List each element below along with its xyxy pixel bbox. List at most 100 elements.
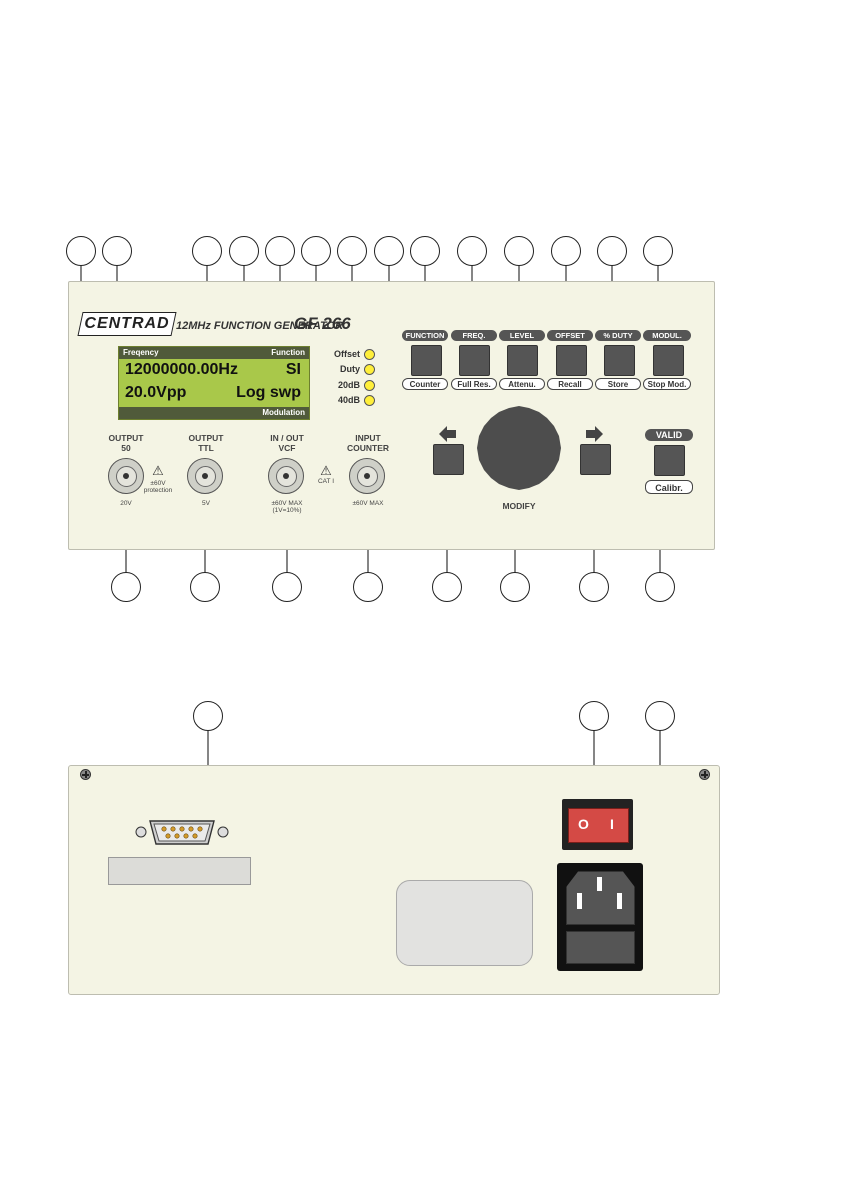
callout-circle: [579, 572, 609, 602]
callout-circle: [410, 236, 440, 266]
connector-label-output-50: OUTPUT 50: [96, 433, 156, 453]
arrow-right-icon: [586, 426, 603, 442]
connector-note-20v: 20V: [120, 500, 132, 507]
callout-circle: [645, 572, 675, 602]
key-secondary-attenu: Attenu.: [499, 378, 545, 390]
power-switch-on-label: I: [610, 816, 614, 832]
led-indicator-duty: [364, 364, 375, 375]
cat-note: CAT I: [317, 478, 334, 485]
device-model: GF 266: [294, 314, 351, 333]
rear-vent-area: [396, 880, 533, 966]
warning-triangle-icon: ⚠: [320, 463, 332, 478]
connector-note-5v: 5V: [202, 500, 210, 507]
iec-pin: [617, 893, 622, 909]
led-indicator-20db: [364, 380, 375, 391]
callout-circle: [301, 236, 331, 266]
device-subtitle: 12MHz FUNCTION GENERATOR: [176, 320, 344, 332]
modify-rotary-knob[interactable]: [477, 406, 561, 490]
callout-circle: [193, 701, 223, 731]
callout-circle: [265, 236, 295, 266]
calibr-label: Calibr.: [645, 480, 693, 494]
connector-label-vcf: IN / OUT VCF: [257, 433, 317, 453]
callout-circle: [353, 572, 383, 602]
callout-circle: [102, 236, 132, 266]
connector-title: OUTPUT: [108, 433, 144, 443]
connector-title: INPUT: [355, 433, 381, 443]
lcd-frequency-value: 12000000.00Hz: [125, 361, 238, 378]
connector-note-vcf: ±60V MAX (1V=10%): [271, 500, 303, 514]
connector-subtitle: TTL: [198, 443, 214, 453]
screw-icon: [699, 769, 710, 780]
iec-pin: [577, 893, 582, 909]
iec-pin: [597, 877, 602, 891]
led-indicator-40db: [364, 395, 375, 406]
left-arrow-key[interactable]: [433, 444, 464, 475]
connector-subtitle: COUNTER: [346, 443, 390, 453]
callout-circle: [272, 572, 302, 602]
key-tag-freq: FREQ.: [451, 330, 497, 341]
offset-key[interactable]: [556, 345, 587, 376]
valid-tag: VALID: [645, 429, 693, 441]
connector-subtitle: 50: [121, 443, 131, 453]
rear-label-plate: [108, 857, 251, 885]
vcf-bnc-connector[interactable]: [268, 458, 304, 494]
callout-circle: [504, 236, 534, 266]
callout-circle: [579, 701, 609, 731]
connector-label-counter: INPUT COUNTER: [338, 433, 398, 453]
led-label-duty: Duty: [340, 364, 360, 374]
screw-icon: [80, 769, 91, 780]
led-indicator-offset: [364, 349, 375, 360]
key-tag-duty: % DUTY: [595, 330, 641, 341]
brand-logo: CENTRAD: [77, 312, 177, 336]
power-switch[interactable]: O I: [568, 808, 629, 843]
valid-key[interactable]: [654, 445, 685, 476]
connector-title: IN / OUT: [270, 433, 304, 443]
callout-circle: [457, 236, 487, 266]
connector-note-counter: ±60V MAX: [352, 500, 384, 507]
output-ttl-bnc-connector[interactable]: [187, 458, 223, 494]
arrow-left-icon: [439, 426, 456, 442]
warning-triangle-icon: ⚠: [152, 463, 164, 478]
counter-bnc-connector[interactable]: [349, 458, 385, 494]
callout-circle: [66, 236, 96, 266]
callout-circle: [111, 572, 141, 602]
key-tag-level: LEVEL: [499, 330, 545, 341]
callout-circle: [551, 236, 581, 266]
function-key[interactable]: [411, 345, 442, 376]
output-50-bnc-connector[interactable]: [108, 458, 144, 494]
connector-title: OUTPUT: [188, 433, 224, 443]
lcd-display: Freqency Function 12000000.00Hz SI 20.0V…: [118, 346, 310, 420]
key-tag-function: FUNCTION: [402, 330, 448, 341]
lcd-footer: Modulation: [119, 407, 309, 419]
led-label-20db: 20dB: [337, 380, 360, 390]
brand-logo-text: CENTRAD: [84, 315, 170, 332]
key-secondary-full-res: Full Res.: [451, 378, 497, 390]
led-label-40db: 40dB: [337, 395, 360, 405]
freq-key[interactable]: [459, 345, 490, 376]
key-secondary-recall: Recall: [547, 378, 593, 390]
lcd-header-frequency: Freqency: [123, 348, 159, 357]
duty-key[interactable]: [604, 345, 635, 376]
lcd-header-function: Function: [271, 348, 305, 357]
lcd-header: Freqency Function: [119, 347, 309, 359]
key-secondary-counter: Counter: [402, 378, 448, 390]
key-tag-offset: OFFSET: [547, 330, 593, 341]
key-secondary-store: Store: [595, 378, 641, 390]
modul-key[interactable]: [653, 345, 684, 376]
connector-subtitle: VCF: [278, 443, 296, 453]
lcd-footer-modulation: Modulation: [262, 408, 305, 417]
level-key[interactable]: [507, 345, 538, 376]
led-label-offset: Offset: [333, 349, 360, 359]
callout-circle: [432, 572, 462, 602]
callout-circle: [337, 236, 367, 266]
fuse-holder[interactable]: [566, 931, 635, 964]
db9-serial-connector[interactable]: [134, 818, 230, 848]
power-switch-off-label: O: [578, 816, 589, 832]
modify-label: MODIFY: [502, 501, 536, 511]
callout-circle: [643, 236, 673, 266]
callout-circle: [229, 236, 259, 266]
callout-circle: [190, 572, 220, 602]
right-arrow-key[interactable]: [580, 444, 611, 475]
connector-label-output-ttl: OUTPUT TTL: [176, 433, 236, 453]
callout-circle: [500, 572, 530, 602]
